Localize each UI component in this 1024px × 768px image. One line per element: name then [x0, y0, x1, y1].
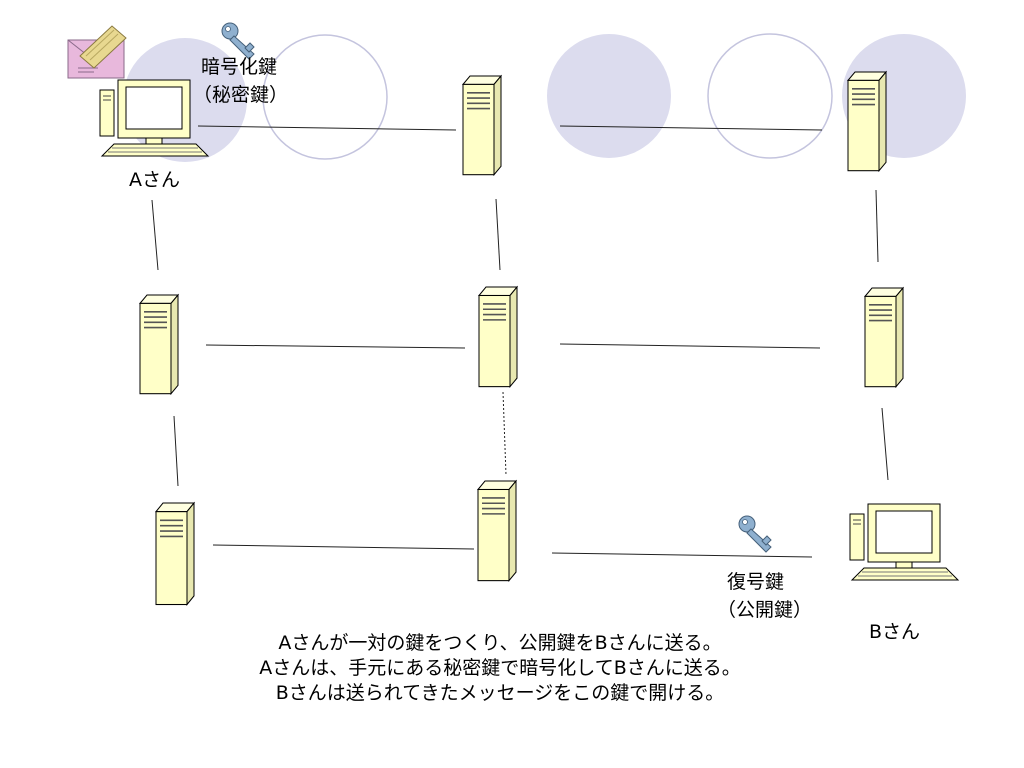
- encryption-key-label: 暗号化鍵: [201, 56, 278, 78]
- link-top-middle-center: [495, 198, 501, 271]
- server-center: [478, 286, 518, 388]
- encryption-key-icon: [221, 22, 255, 60]
- decryption-key-icon: [738, 515, 772, 553]
- server-bottom-left: [155, 502, 195, 606]
- explanation-caption: Aさんが一対の鍵をつくり、公開鍵をBさんに送る。 Aさんは、手元にある秘密鍵で暗…: [150, 631, 850, 706]
- decryption-key-label: 復号鍵: [727, 571, 785, 593]
- caption-line-2: Aさんは、手元にある秘密鍵で暗号化してBさんに送る。: [259, 657, 741, 679]
- link-top-right-mid-right: [875, 189, 879, 263]
- caption-line-3: Bさんは送られてきたメッセージをこの鍵で開ける。: [275, 682, 725, 704]
- caption-line-1: Aさんが一対の鍵をつくり、公開鍵をBさんに送る。: [278, 632, 722, 654]
- decryption-key-sublabel: （公開鍵）: [717, 599, 813, 621]
- server-top-right: [847, 71, 887, 172]
- connection-lines: [151, 125, 889, 558]
- server-top-middle: [462, 75, 502, 176]
- link-mid-right-b: [881, 407, 889, 481]
- server-mid-left: [139, 294, 179, 395]
- outline-circle-1: [262, 34, 388, 160]
- link-mid-left-center: [205, 344, 466, 349]
- link-center-bottom-middle-dotted: [502, 391, 507, 476]
- outline-circle-2: [707, 33, 833, 159]
- server-mid-right: [864, 287, 904, 388]
- link-bottom-left-bottom-middle: [212, 544, 475, 550]
- link-center-mid-right: [559, 343, 821, 349]
- encryption-key-sublabel: （秘密鍵）: [193, 84, 289, 106]
- link-bottom-middle-b: [551, 552, 813, 558]
- computer-b-icon: [849, 503, 959, 581]
- b-person-label: Bさん: [869, 621, 921, 643]
- link-a-mid-left: [151, 199, 159, 271]
- link-mid-left-bottom-left: [173, 415, 179, 487]
- link-top-middle-top-right: [559, 125, 823, 131]
- a-person-label: Aさん: [129, 169, 180, 191]
- link-a-top-middle: [197, 125, 457, 131]
- highlight-circle-2: [547, 34, 671, 158]
- envelope-icon: [67, 25, 127, 79]
- server-bottom-middle: [477, 480, 517, 582]
